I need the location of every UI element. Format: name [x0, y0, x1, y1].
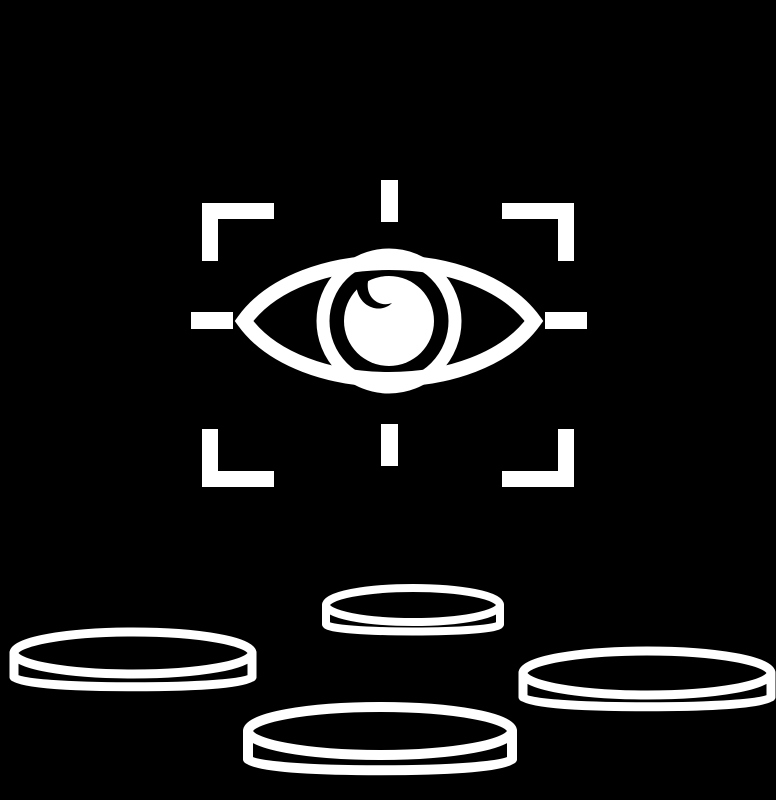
- coin-top-center: [322, 584, 504, 636]
- focus-frame: [191, 180, 587, 487]
- bracket-top-right-icon: [502, 203, 574, 261]
- bracket-bottom-right-icon: [502, 429, 574, 487]
- eye-icon: [234, 230, 544, 420]
- tick-top-icon: [381, 180, 398, 222]
- coin-left: [9, 627, 257, 692]
- coin-bottom-center: [243, 702, 517, 776]
- bracket-top-left-icon: [202, 203, 274, 261]
- bracket-bottom-left-icon: [202, 429, 274, 487]
- tick-right-icon: [545, 312, 587, 329]
- tick-left-icon: [191, 312, 233, 329]
- pupil: [300, 230, 490, 420]
- coin-right: [518, 646, 776, 712]
- tick-bottom-icon: [381, 424, 398, 466]
